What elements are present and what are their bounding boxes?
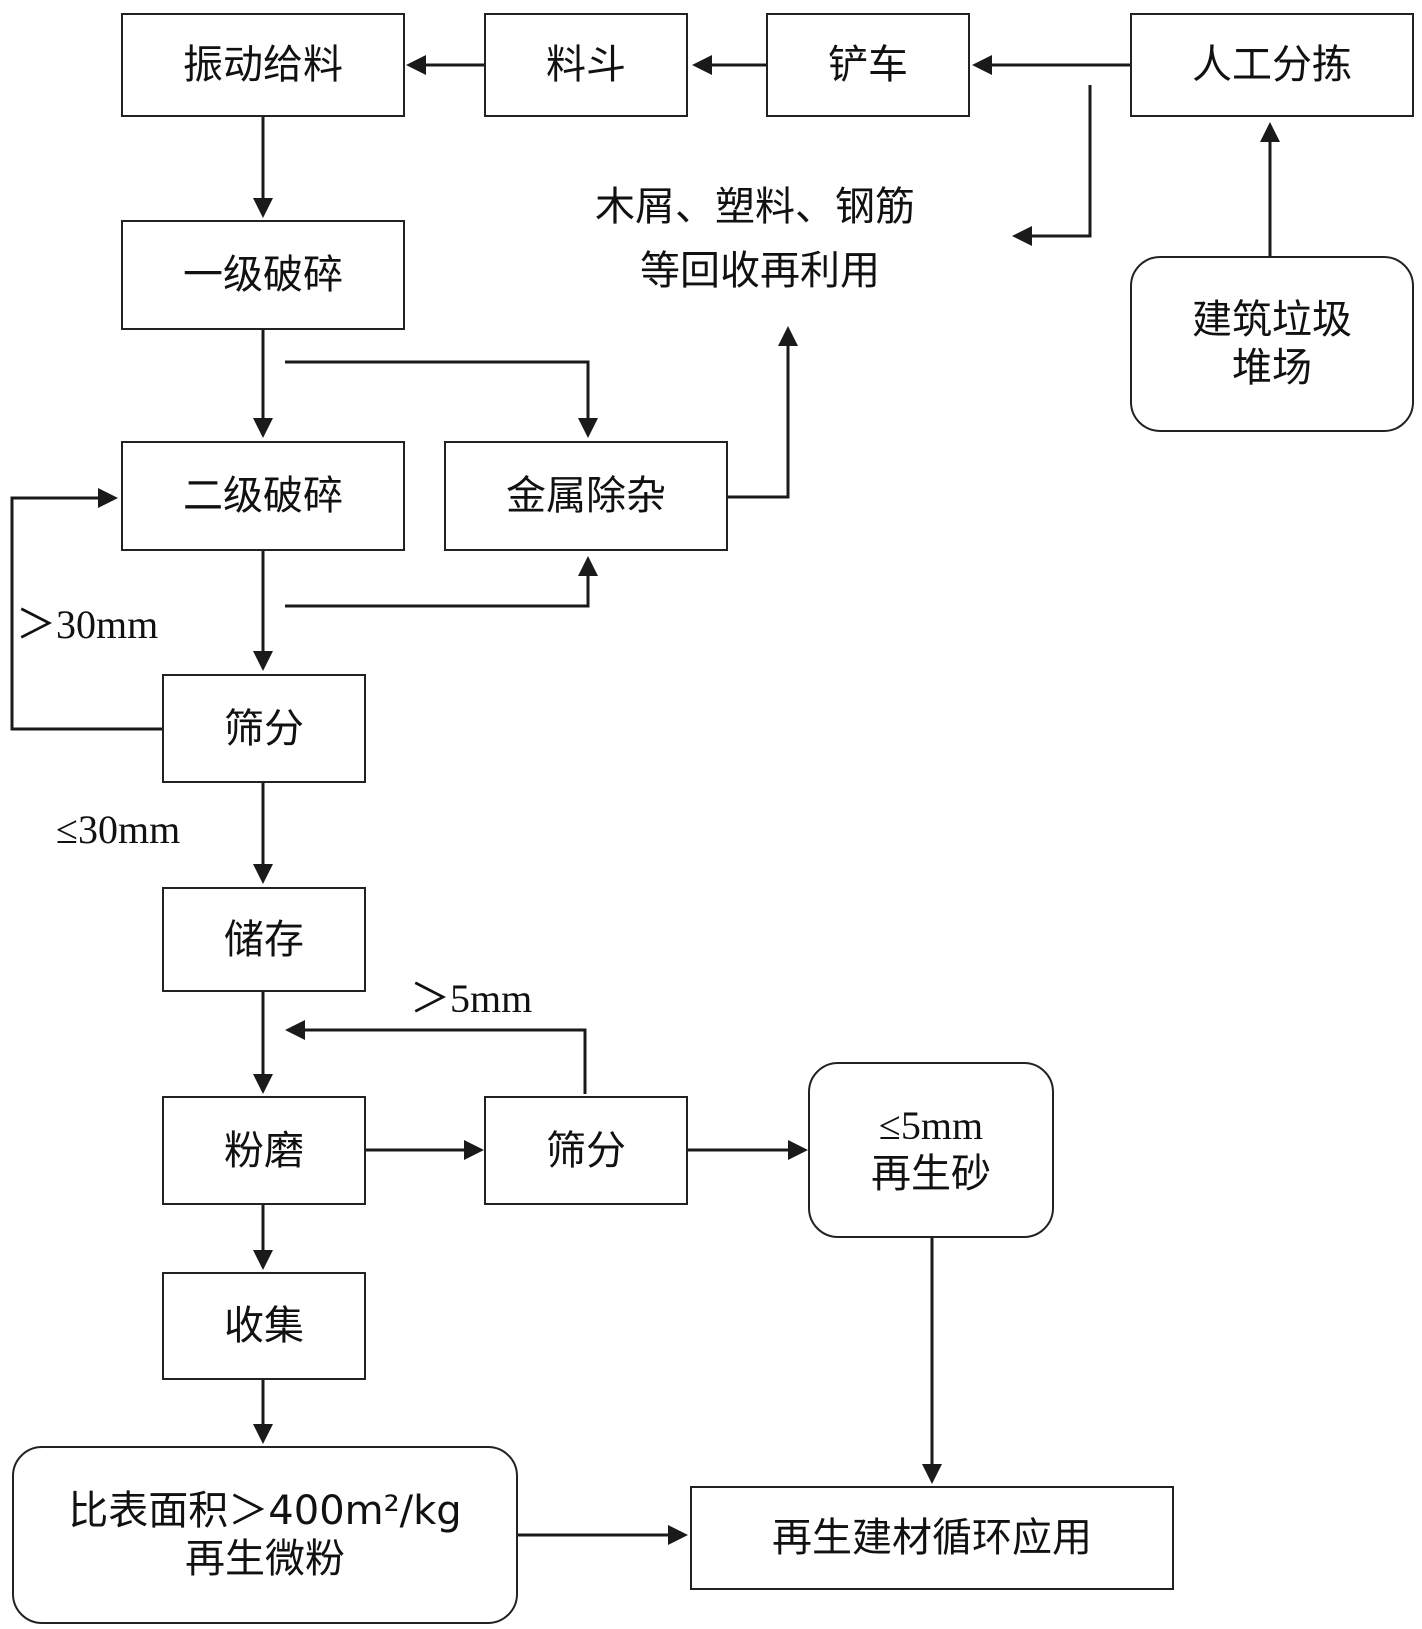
sand-size-label: ≤5mm: [878, 1103, 984, 1148]
arrow-screen1-oversize-return: [10, 496, 162, 731]
recycle-text-line-1: 木屑、塑料、钢筋: [595, 184, 915, 230]
arrow-secondary-to-metal: [285, 574, 590, 608]
label-gt-30mm: ＞30mm: [16, 602, 159, 647]
node-construction-waste-yard: 建筑垃圾 堆场: [1130, 256, 1414, 432]
powder-name-label: 再生微粉: [185, 1536, 345, 1582]
arrow-screen2-oversize-return: [303, 1028, 587, 1094]
node-loader: 铲车: [766, 13, 970, 117]
arrow-primary-to-metal: [285, 360, 590, 420]
node-screening-2: 筛分: [484, 1096, 688, 1205]
sand-name-label: 再生砂: [871, 1151, 991, 1197]
label-le-30mm: ≤30mm: [56, 807, 181, 852]
recycle-text-line-2: 等回收再利用: [640, 248, 880, 294]
node-vibrating-feeder: 振动给料: [121, 13, 405, 117]
node-hopper: 料斗: [484, 13, 688, 117]
node-grinding: 粉磨: [162, 1096, 366, 1205]
node-primary-crushing: 一级破碎: [121, 220, 405, 330]
node-metal-removal: 金属除杂: [444, 441, 728, 551]
node-recycled-micropowder: 比表面积＞400m²/kg 再生微粉: [12, 1446, 518, 1624]
node-recycled-sand: ≤5mm 再生砂: [808, 1062, 1054, 1238]
node-recycled-materials-application: 再生建材循环应用: [690, 1486, 1174, 1590]
arrow-metal-to-recycle: [728, 344, 790, 499]
powder-spec-label: 比表面积＞400m²/kg: [68, 1488, 462, 1534]
waste-yard-line-2: 堆场: [1232, 345, 1312, 391]
node-screening-1: 筛分: [162, 674, 366, 783]
node-storage: 储存: [162, 887, 366, 992]
node-manual-sorting: 人工分拣: [1130, 13, 1414, 117]
node-collection: 收集: [162, 1272, 366, 1380]
label-gt-5mm: ＞5mm: [410, 976, 533, 1021]
arrow-manual-sort-to-recycle: [1030, 85, 1092, 238]
node-secondary-crushing: 二级破碎: [121, 441, 405, 551]
waste-yard-line-1: 建筑垃圾: [1192, 297, 1352, 343]
